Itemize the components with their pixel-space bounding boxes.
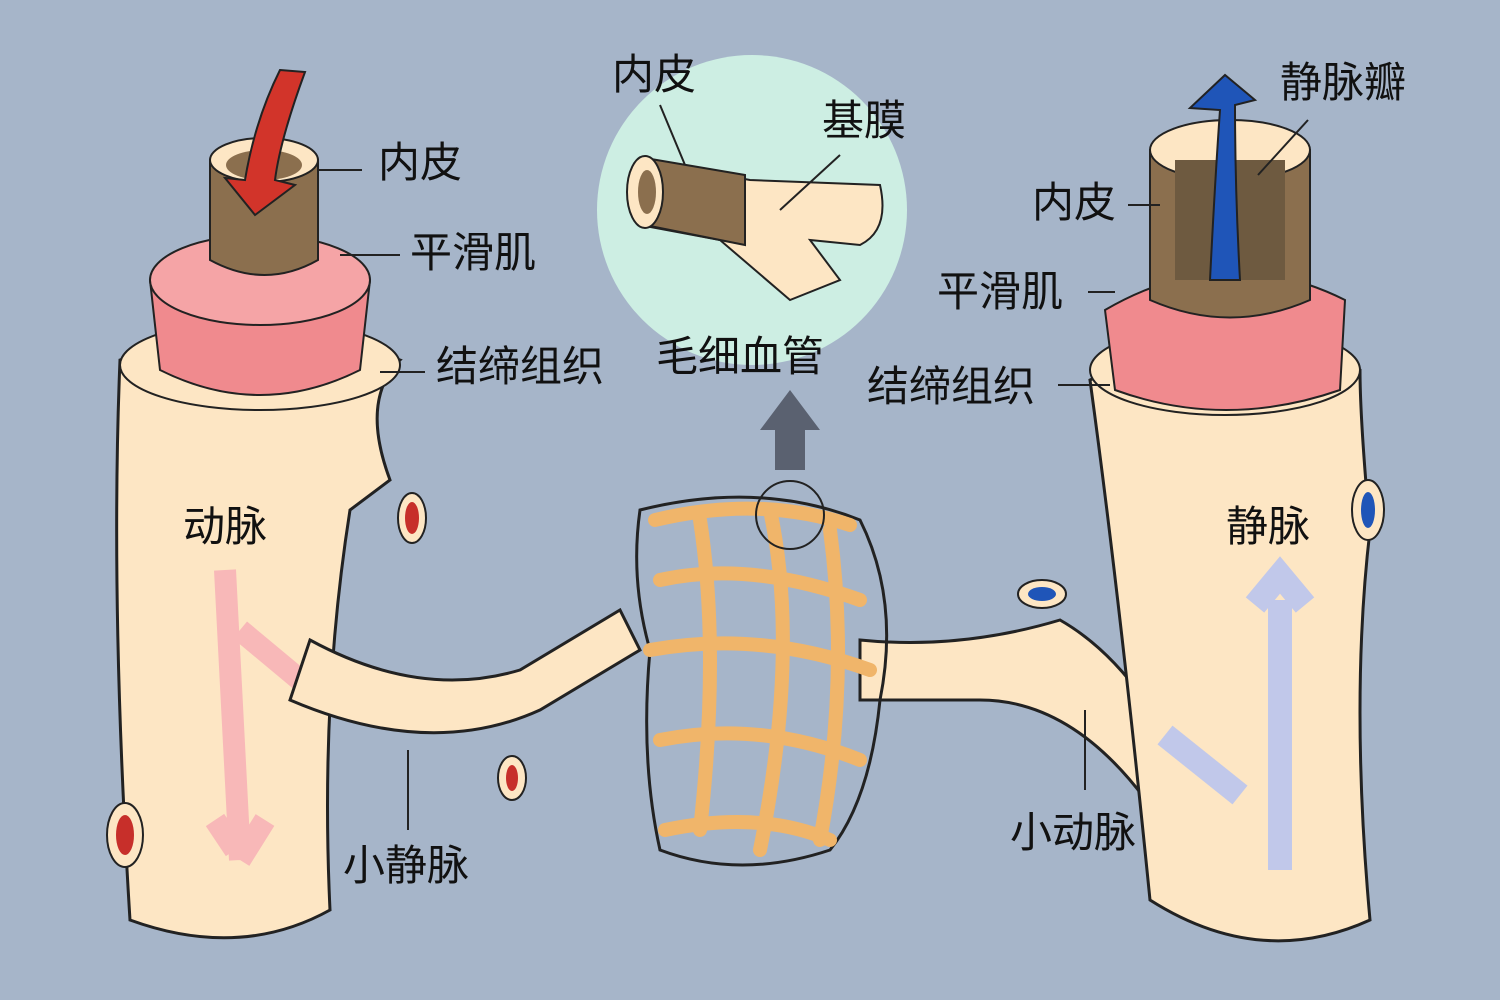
vein-illustration	[1088, 73, 1385, 943]
leader-lines	[318, 104, 1309, 830]
label-venule: 小静脉	[343, 841, 470, 890]
capillary-bed	[635, 495, 889, 867]
label-vein: 静脉	[1226, 502, 1311, 551]
label-artery-endothelium: 内皮	[378, 138, 463, 187]
label-artery: 动脉	[183, 502, 268, 551]
artery-illustration	[106, 68, 427, 940]
artery-flow-down-arrow	[205, 569, 275, 866]
label-vein-smooth-muscle: 平滑肌	[937, 267, 1064, 316]
venule-branch	[288, 607, 642, 735]
label-arteriole: 小动脉	[1010, 808, 1137, 857]
magnify-circle	[755, 480, 825, 550]
label-artery-connective-tissue: 结缔组织	[436, 342, 605, 391]
magnify-arrow	[760, 390, 820, 470]
label-basement-membrane: 基膜	[822, 96, 907, 145]
label-vein-connective-tissue: 结缔组织	[867, 362, 1036, 411]
label-capillary: 毛细血管	[656, 332, 825, 381]
label-artery-smooth-muscle: 平滑肌	[410, 228, 537, 277]
label-capillary-endothelium: 内皮	[612, 50, 697, 99]
artery-flow-arrow	[222, 68, 307, 217]
capillary-inset	[597, 55, 907, 365]
label-vein-endothelium: 内皮	[1032, 178, 1117, 227]
label-venous-valve: 静脉瓣	[1280, 58, 1407, 107]
vein-flow-arrow	[1187, 73, 1258, 281]
vein-flow-up-arrow	[1245, 556, 1315, 870]
